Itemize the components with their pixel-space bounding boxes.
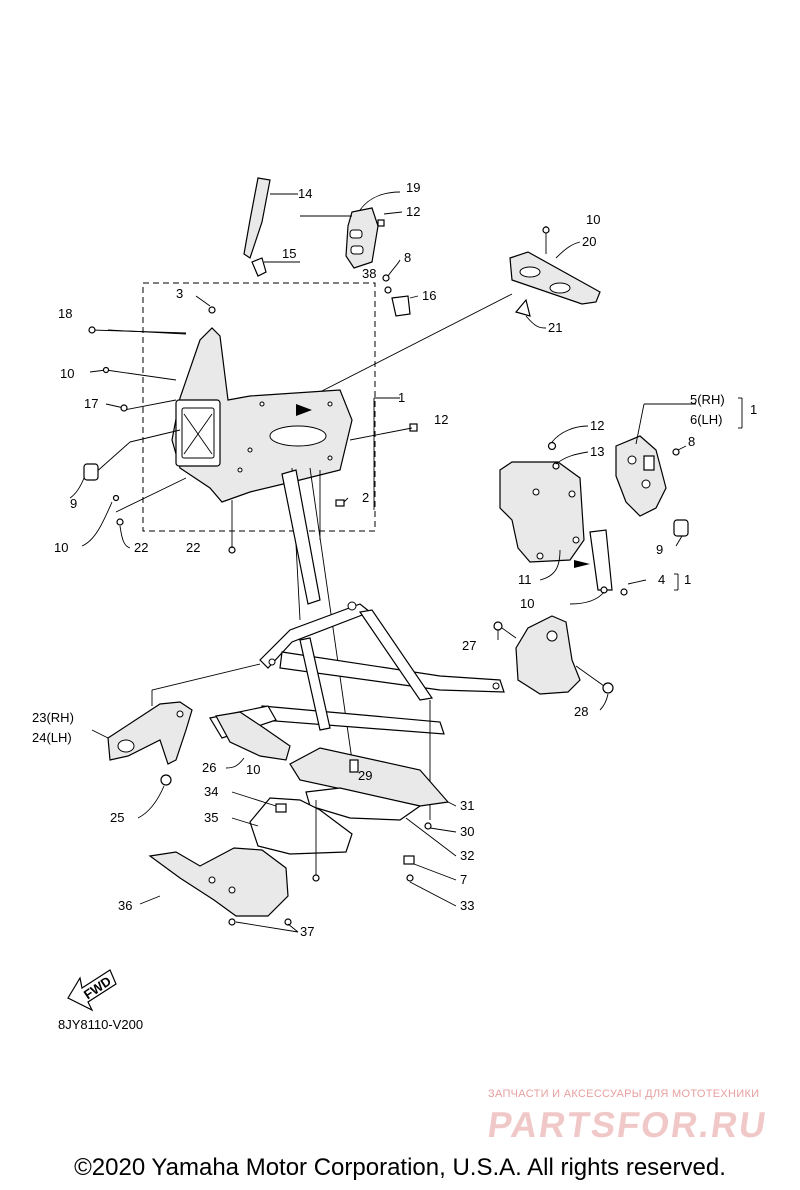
part-14-shield: [243, 177, 298, 259]
fwd-arrow-icon: FWD: [67, 969, 117, 1012]
watermark-logo: PARTSFOR.RU: [485, 1104, 771, 1145]
part-21-clip: [514, 298, 547, 329]
callout-9-left: 9: [70, 496, 77, 511]
callout-33: 33: [460, 898, 474, 913]
callout-36: 36: [118, 898, 132, 913]
assembly-box: [142, 282, 376, 532]
callout-34: 34: [204, 784, 218, 799]
callout-22-left: 22: [134, 540, 148, 555]
copyright-notice: ©2020 Yamaha Motor Corporation, U.S.A. A…: [74, 1154, 726, 1181]
callout-21: 21: [548, 320, 562, 335]
callout-11: 11: [518, 572, 532, 587]
part-13-bracket: [589, 529, 613, 591]
part-1-front-frame: [89, 327, 400, 513]
callout-37: 37: [300, 924, 314, 939]
part-19-lamp: [300, 191, 401, 269]
part-18-bolt: [88, 326, 187, 334]
callout-4: 4: [658, 572, 665, 587]
part-22-bolt-right: [228, 500, 236, 554]
part-12-nut-mid: [349, 423, 418, 441]
part-26-guard: [215, 711, 291, 769]
part-29-31-skidplate: [289, 747, 457, 807]
part-13-stud: [552, 451, 589, 470]
callout-23rh: 23(RH): [32, 710, 74, 725]
callout-5rh: 5(RH): [690, 392, 725, 407]
callout-10-left: 10: [60, 366, 74, 381]
diagram-code: 8JY8110-V200: [58, 1017, 144, 1032]
part-11-panel: [499, 461, 590, 581]
callout-22-right: 22: [186, 540, 200, 555]
callout-26: 26: [202, 760, 216, 775]
callout-10-bottom: 10: [246, 762, 260, 777]
callout-20: 20: [582, 234, 596, 249]
part-8-bolt-right: [672, 445, 687, 456]
callout-38: 38: [362, 266, 376, 281]
part-10-screw-left: [102, 366, 110, 374]
callout-3: 3: [176, 286, 183, 301]
part-36-guard: [139, 847, 320, 933]
callout-12-mid: 12: [434, 412, 448, 427]
callout-8-top: 8: [404, 250, 411, 265]
part-10-screw-right: [569, 586, 608, 605]
part-12-nut-right: [547, 425, 589, 451]
callout-28: 28: [574, 704, 588, 719]
callout-27: 27: [462, 638, 476, 653]
callout-25: 25: [110, 810, 124, 825]
callout-17: 17: [84, 396, 98, 411]
callout-18: 18: [58, 306, 72, 321]
callout-labels: 14 15 19 12 10 20 8 38 3 16 18 21 10 1 5…: [32, 180, 757, 939]
part-9-grommet-right: [673, 519, 689, 547]
part-23-24-bracket: [91, 701, 193, 765]
callout-1-right-b: 1: [684, 572, 691, 587]
part-22-bolt-left: [116, 518, 131, 549]
callout-24lh: 24(LH): [32, 730, 72, 745]
part-8-bolt-top: [382, 259, 401, 282]
callout-15: 15: [282, 246, 296, 261]
callout-16: 16: [422, 288, 436, 303]
part-12-nut-top: [377, 211, 403, 227]
part-20-plate: [319, 226, 601, 393]
callout-8-right: 8: [688, 434, 695, 449]
callout-30: 30: [460, 824, 474, 839]
part-17-bolt: [120, 404, 128, 412]
part-25-collar: [137, 774, 172, 819]
part-30-screw: [424, 822, 457, 833]
callout-14: 14: [298, 186, 312, 201]
part-2-clip: [335, 497, 349, 507]
part-4-bolt: [620, 579, 647, 596]
callout-1-right: 1: [750, 402, 757, 417]
part-34-35-plate: [231, 791, 353, 876]
callout-10-right: 10: [520, 596, 534, 611]
callout-12-top: 12: [406, 204, 420, 219]
callout-10-mid: 10: [54, 540, 68, 555]
part-15-bracket: [251, 257, 300, 277]
callout-32: 32: [460, 848, 474, 863]
callout-29: 29: [358, 768, 372, 783]
callout-19: 19: [406, 180, 420, 195]
callout-1: 1: [398, 390, 405, 405]
callout-2: 2: [362, 490, 369, 505]
callout-7: 7: [460, 872, 467, 887]
callout-13: 13: [590, 444, 604, 459]
callout-12-right: 12: [590, 418, 604, 433]
part-5-6-bracket: [615, 403, 696, 517]
part-10-screw-mid: [81, 494, 120, 547]
part-27-28-bracket: [493, 615, 614, 711]
part-9-grommet-left: [69, 463, 99, 499]
part-3-bolt: [195, 295, 216, 314]
callout-35: 35: [204, 810, 218, 825]
part-16-bracket: [391, 295, 419, 317]
part-7-nut: [403, 855, 457, 881]
callout-10-top: 10: [586, 212, 600, 227]
callout-9-right: 9: [656, 542, 663, 557]
part-38-bolt: [384, 286, 392, 294]
part-33-bolt: [406, 874, 457, 907]
callout-31: 31: [460, 798, 474, 813]
watermark-tagline: ЗАПЧАСТИ И АКСЕССУАРЫ ДЛЯ МОТОТЕХНИКИ: [488, 1088, 760, 1100]
callout-6lh: 6(LH): [690, 412, 723, 427]
